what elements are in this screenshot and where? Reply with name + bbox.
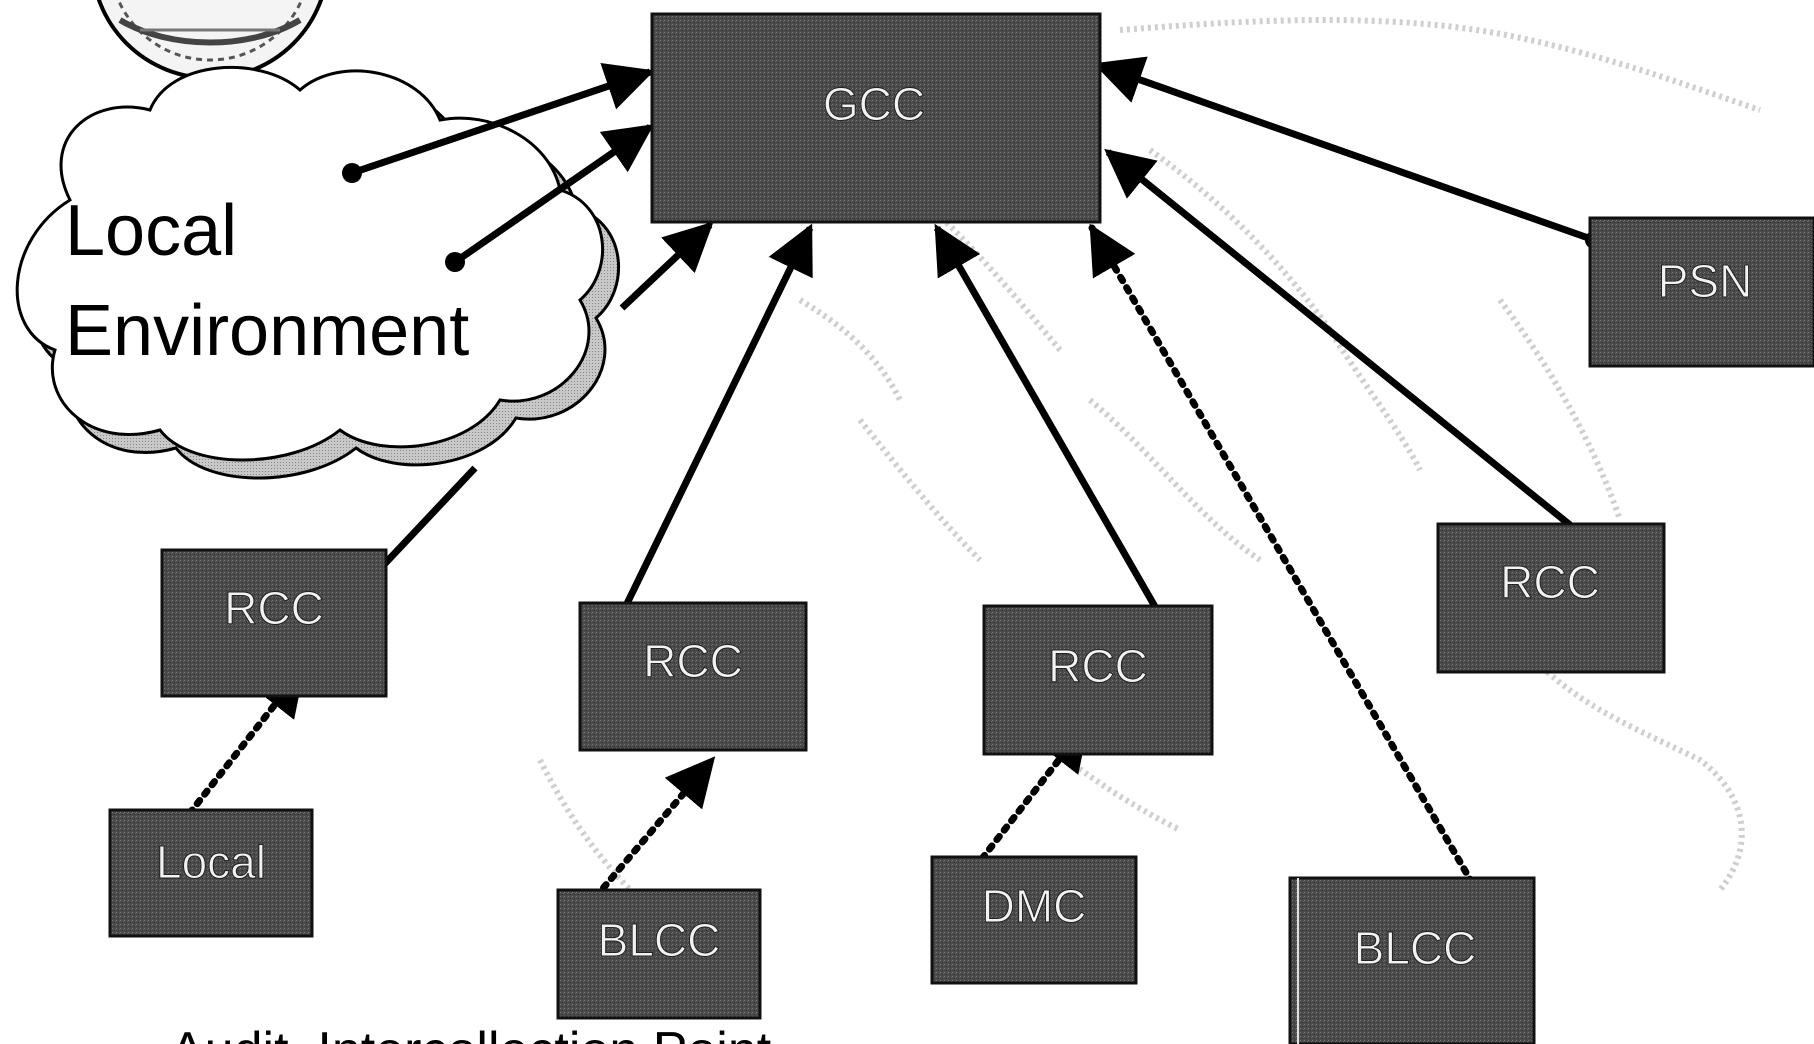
connector-rccleft3-gcc xyxy=(933,223,1184,652)
cloud-label-line2: Environment xyxy=(65,291,469,371)
caption: Audit, Intercollection Point xyxy=(170,1022,772,1044)
connector-blcc-rcc xyxy=(584,756,716,910)
connector-cloud-gcc-1 xyxy=(350,62,655,177)
node-rcc-left: RCC xyxy=(160,548,388,698)
connector-rccright-gcc xyxy=(1104,148,1635,578)
node-psn-label: PSN xyxy=(1658,255,1753,307)
node-blcc-right-label: BLCC xyxy=(1354,922,1477,974)
connector-rccleft2-gcc xyxy=(614,223,814,624)
node-rcc-center-left-label: RCC xyxy=(643,635,743,687)
connector-blccright-gcc xyxy=(1088,223,1482,897)
node-gcc-label: GCC xyxy=(823,78,925,130)
node-rcc-right: RCC xyxy=(1436,522,1666,674)
node-blcc-left: BLCC xyxy=(556,888,762,1020)
node-blcc-left-label: BLCC xyxy=(598,914,721,966)
node-dmc: DMC xyxy=(930,855,1138,985)
node-psn: PSN xyxy=(1588,216,1814,368)
connector-cloud-gcc-3 xyxy=(619,221,714,311)
node-rcc-center-right: RCC xyxy=(982,604,1214,756)
node-rcc-center-left: RCC xyxy=(578,601,808,752)
node-dmc-label: DMC xyxy=(982,880,1087,932)
connector-psn-gcc xyxy=(1093,56,1596,244)
node-rcc-right-label: RCC xyxy=(1500,556,1600,608)
cloud-label-line1: Local xyxy=(65,191,237,271)
connector-cloud-gcc-2 xyxy=(453,124,655,265)
node-rcc-center-right-label: RCC xyxy=(1048,640,1148,692)
node-local-label: Local xyxy=(156,836,266,888)
node-blcc-right: BLCC xyxy=(1288,876,1536,1044)
seal-logo-icon xyxy=(96,0,324,80)
node-local: Local xyxy=(108,808,314,938)
node-rcc-left-label: RCC xyxy=(224,582,324,634)
node-gcc: GCC xyxy=(650,12,1102,224)
local-environment-cloud: Local Environment xyxy=(15,66,620,480)
